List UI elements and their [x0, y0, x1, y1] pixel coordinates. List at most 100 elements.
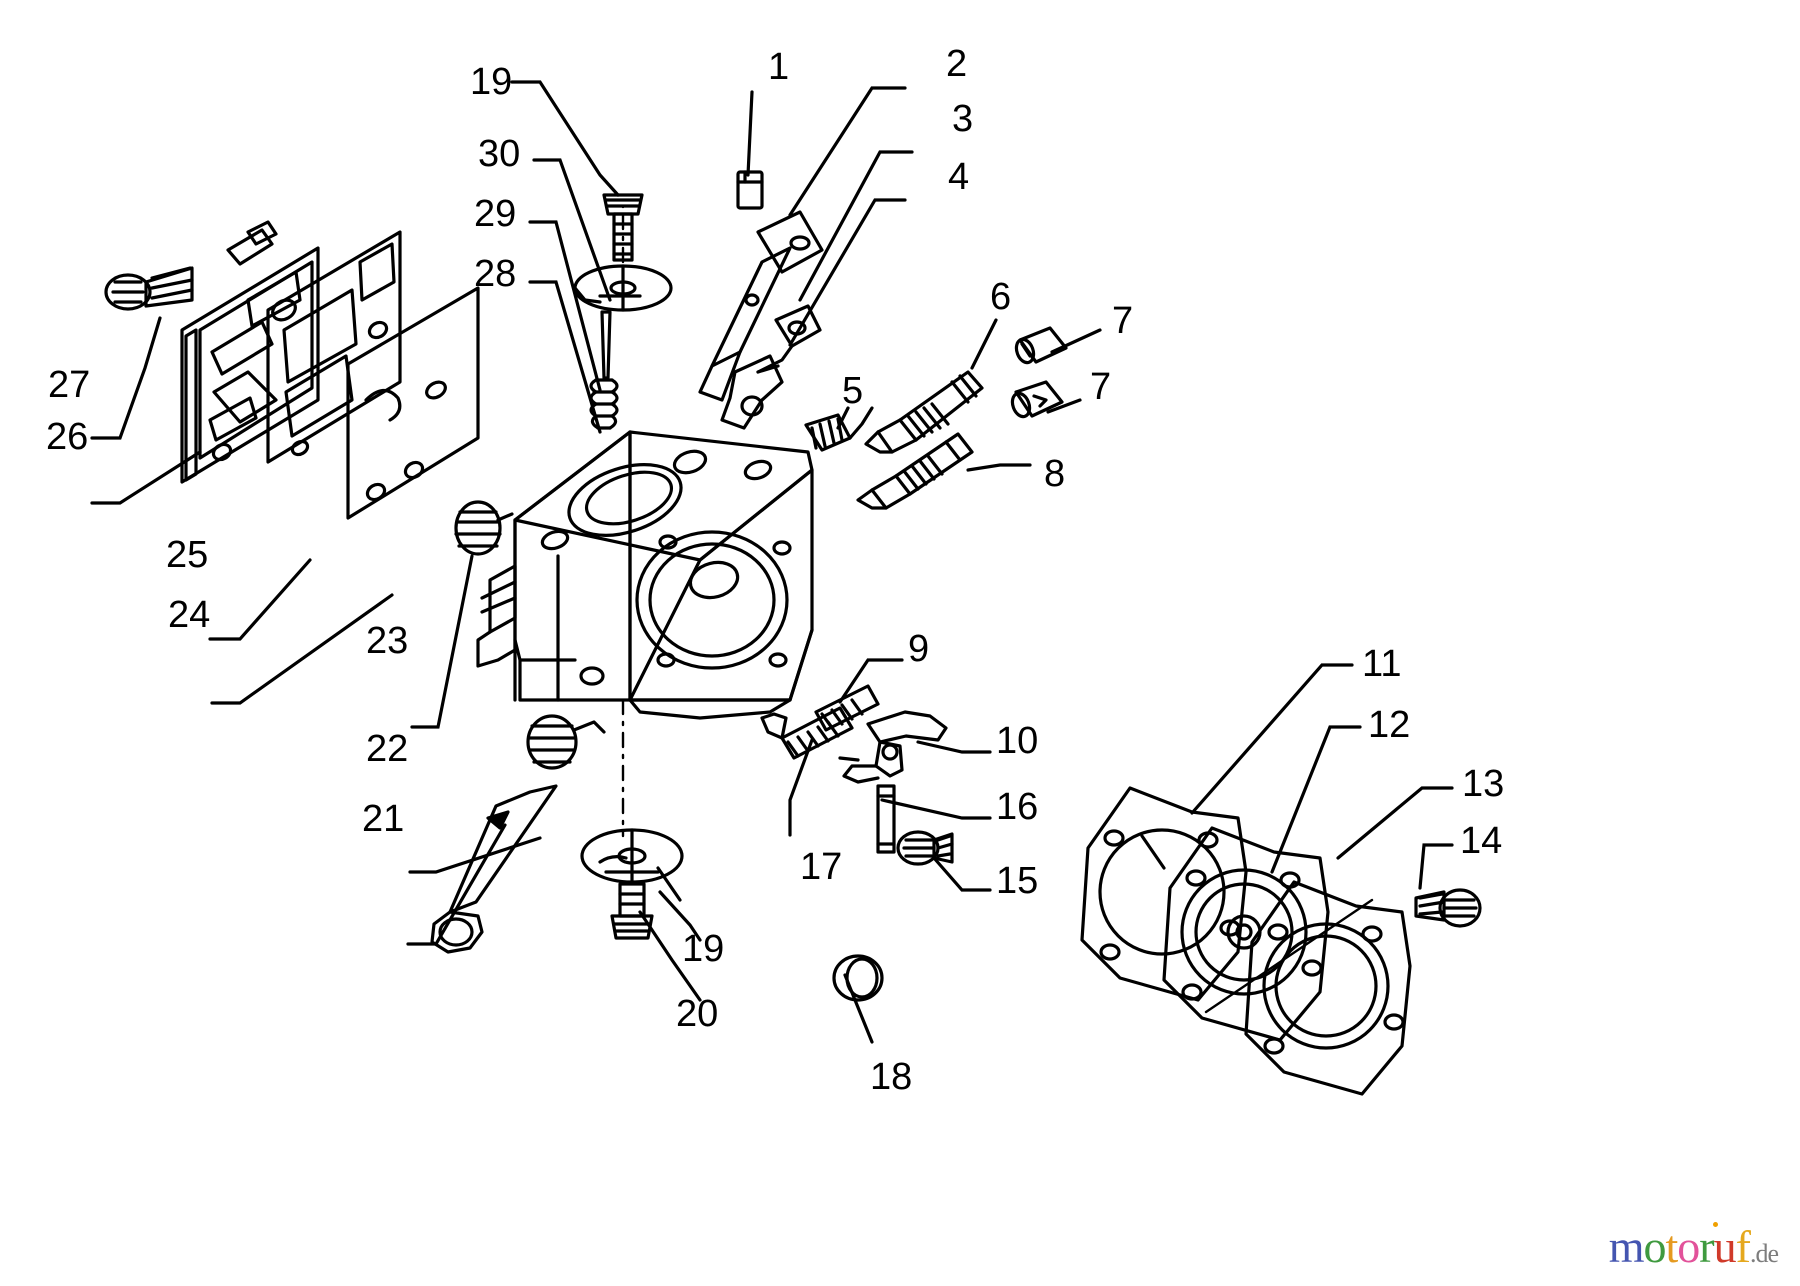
leader-line-19 [658, 890, 702, 942]
leader-line-15 [932, 856, 992, 892]
part-24-pump-diaphragm [346, 286, 480, 520]
callout-number-c29: 29 [474, 193, 517, 235]
callout-number-c20: 20 [676, 993, 719, 1035]
part-7b-spring-cap [1010, 380, 1064, 419]
part-25-pump-gasket [266, 230, 402, 464]
leader-line-18 [843, 973, 874, 1044]
leader-line-23 [410, 554, 474, 729]
callout-number-c3: 3 [952, 98, 974, 140]
leader-line-26 [90, 450, 202, 505]
callout-number-c15: 15 [996, 860, 1039, 902]
leader-line-19 [510, 80, 620, 197]
watermark-letter: r [1699, 1221, 1714, 1272]
callout-number-c7b: 7 [1090, 366, 1112, 408]
callout-number-c7a: 7 [1112, 300, 1134, 342]
callout-number-c27: 27 [48, 364, 91, 406]
watermark-tld: .de [1749, 1239, 1779, 1268]
callout-number-c8: 8 [1044, 453, 1066, 495]
callout-number-c2: 2 [946, 43, 968, 85]
callout-number-c19a: 19 [470, 61, 513, 103]
leader-line-21 [406, 823, 507, 946]
part-19-bottom-plate [580, 828, 684, 902]
callout-number-c9: 9 [908, 628, 930, 670]
leader-line-30 [532, 158, 612, 302]
callout-number-c18: 18 [870, 1056, 913, 1098]
part-12-metering-diaphragm [1162, 826, 1330, 1042]
watermark-letter: f [1735, 1221, 1751, 1272]
callout-number-c19b: 19 [682, 928, 725, 970]
callout-number-c26: 26 [46, 416, 89, 458]
callout-number-c28: 28 [474, 253, 517, 295]
part-5-adjust-collar [804, 406, 874, 452]
leader-line-8 [966, 463, 1032, 472]
leader-line-29 [528, 220, 602, 392]
callout-number-c23: 23 [366, 620, 409, 662]
watermark-letter: t [1665, 1221, 1679, 1272]
leader-lines [90, 80, 1454, 1044]
callout-number-c21: 21 [362, 798, 405, 840]
leader-line-7 [1046, 398, 1082, 414]
part-4-throttle-link [720, 354, 784, 430]
leader-line-25 [208, 558, 312, 641]
leader-line-12 [1270, 725, 1362, 874]
part-20-bottom-screw [610, 882, 654, 940]
callout-number-c24: 24 [168, 594, 211, 636]
callout-number-c17: 17 [800, 846, 843, 888]
callout-number-c13: 13 [1462, 763, 1505, 805]
callout-number-c4: 4 [948, 156, 970, 198]
leader-line-24 [210, 593, 394, 705]
leader-line-3 [798, 150, 914, 302]
part-23-spring-left [454, 500, 514, 556]
part-30-throttle-plate-top [573, 264, 673, 312]
leader-line-2 [788, 86, 907, 217]
part-13-metering-cover [1244, 880, 1412, 1096]
callout-number-c22: 22 [366, 728, 409, 770]
callout-number-c25: 25 [166, 534, 209, 576]
part-8-needle-valve-low [856, 432, 974, 510]
leader-line-20 [638, 910, 702, 1002]
callout-number-c16: 16 [996, 786, 1039, 828]
part-2-throttle-shaft [698, 210, 824, 402]
callout-number-c12: 12 [1368, 704, 1411, 746]
leader-line-10 [916, 740, 992, 754]
leader-line-11 [1190, 663, 1354, 815]
leader-line-13 [1336, 786, 1454, 860]
callout-number-c11: 11 [1362, 643, 1402, 685]
part-1-bushing [736, 170, 764, 210]
leader-line-16 [880, 798, 992, 820]
leader-line-4 [788, 198, 907, 347]
part-27-cover-screw [104, 266, 194, 311]
callout-number-c6: 6 [990, 276, 1012, 318]
watermark-letter: o [1643, 1221, 1667, 1272]
callout-number-c14: 14 [1460, 820, 1503, 862]
watermark-dot-icon [1713, 1222, 1718, 1227]
leader-line-9 [838, 658, 904, 704]
part-16-pivot-pin [876, 784, 896, 854]
part-28-rod [600, 310, 612, 380]
part-main-carburetor-body [476, 430, 814, 720]
watermark-letter: o [1677, 1221, 1700, 1272]
part-22-spring-lower [526, 714, 606, 770]
part-26-pump-cover [180, 220, 320, 484]
leader-line-14 [1418, 843, 1454, 890]
leader-line-22 [408, 836, 542, 874]
callout-number-c30: 30 [478, 133, 521, 175]
leader-line-17 [788, 738, 814, 837]
watermark-letter: m [1608, 1221, 1645, 1272]
callout-number-c5: 5 [842, 370, 864, 412]
part-7a-spring-cap [1014, 326, 1068, 365]
part-15-lever-screw [896, 830, 954, 866]
part-10-metering-lever [838, 710, 948, 784]
leader-line-6 [970, 318, 998, 370]
leader-line-1 [746, 90, 754, 177]
callout-number-c10: 10 [996, 720, 1039, 762]
leader-line-28 [528, 280, 602, 434]
part-29-spring [589, 378, 619, 430]
part-14-cover-screw [1414, 888, 1482, 928]
callout-number-c1: 1 [768, 46, 790, 88]
leader-line-7 [1050, 328, 1102, 354]
watermark-motoruf: motoruf.de [1608, 1221, 1779, 1272]
part-6-needle-valve-high [864, 370, 984, 454]
